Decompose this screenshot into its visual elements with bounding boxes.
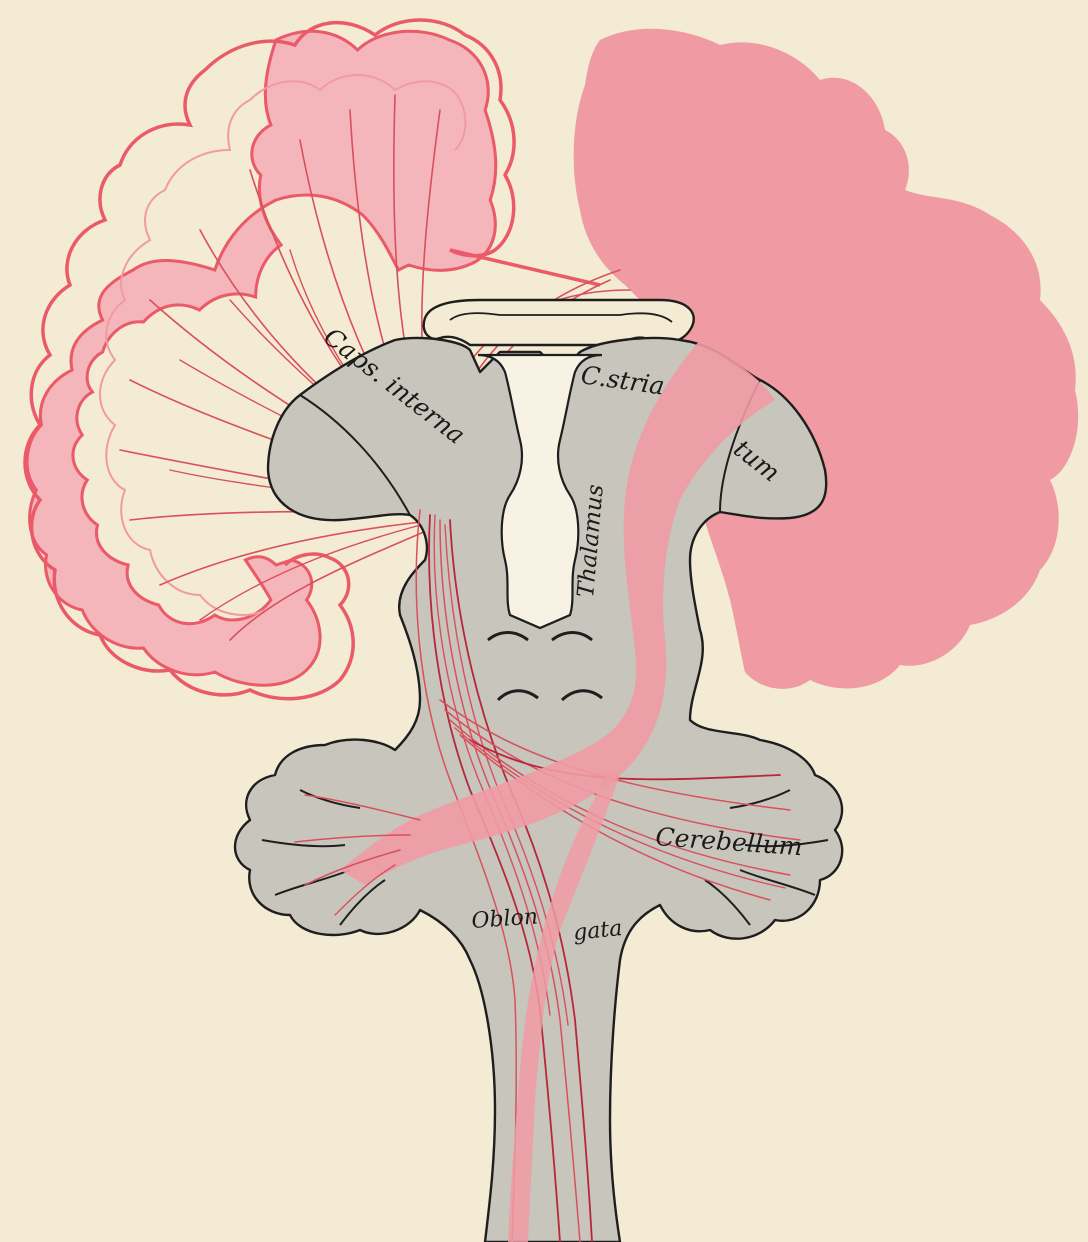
label-oblon: Oblon <box>471 904 539 934</box>
label-gata: gata <box>572 916 624 946</box>
